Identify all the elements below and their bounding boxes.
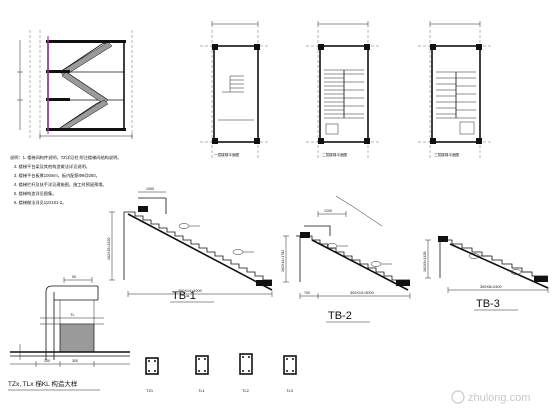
stair-plan-1: 一层楼梯平面图 bbox=[200, 21, 270, 160]
detail-tl-label: TL bbox=[70, 312, 75, 317]
tb2-title: TB-2 bbox=[328, 310, 352, 322]
note-line: 6. 楼梯做法详见11G101-2。 bbox=[14, 199, 66, 206]
stair-plan-3: 三层楼梯平面图 bbox=[418, 21, 492, 160]
tb3-title: TB-3 bbox=[476, 298, 500, 310]
tb2-side-dim: 162X11=1782 bbox=[281, 250, 285, 272]
tb1-title: TB-1 bbox=[172, 290, 196, 302]
column-beam-detail: 50 TL 200 300 TZx, TLx 梯KL 构造大样 bbox=[8, 275, 130, 391]
plan-title: 二层楼梯平面图 bbox=[322, 152, 348, 157]
tb1-side-dim: 162X15=2430 bbox=[107, 238, 111, 260]
stair-section-tb3: 162X9=1458 300X8=2400 TB-3 bbox=[423, 236, 549, 311]
note-line: 2. 楼梯平台梁及其他构造做法详见说明。 bbox=[14, 163, 90, 170]
note-line: 5. 楼梯构造详见图集。 bbox=[14, 190, 56, 197]
stair-plan-2: 二层楼梯平面图 bbox=[306, 21, 380, 160]
tb3-side-dim: 162X9=1458 bbox=[423, 252, 427, 273]
member-cross-sections: TZ1 TL1 TL2 TL3 bbox=[145, 353, 297, 393]
stair-section-tb2: 1200 700 162X11=1782 300X10=3000 TB-2 bbox=[281, 195, 411, 323]
watermark-text: zhulong.com bbox=[468, 392, 530, 404]
tb1-top-dim: 1050 bbox=[146, 187, 154, 191]
watermark: zhulong.com bbox=[451, 390, 530, 404]
stair-section-tb1: 1050 162X15=2430 300X14=4200 TB-1 bbox=[107, 187, 273, 303]
detail-dim: 50 bbox=[72, 275, 76, 279]
plan-title: 三层楼梯平面图 bbox=[434, 152, 460, 157]
section-label: TL2 bbox=[242, 388, 250, 393]
tb1-run-dim: 300X14=4200 bbox=[178, 289, 202, 293]
detail-dim: 300 bbox=[72, 359, 78, 363]
plan-title: 一层楼梯平面图 bbox=[214, 152, 240, 157]
general-notes: 说明：1. 楼梯间构件说明，TZ详见柱 附注楼梯间结构说明。 2. 楼梯平台梁及… bbox=[10, 154, 121, 206]
section-label: TL3 bbox=[286, 388, 294, 393]
detail-dim: 200 bbox=[44, 359, 50, 363]
note-line: 说明：1. 楼梯间构件说明，TZ详见柱 附注楼梯间结构说明。 bbox=[10, 154, 121, 161]
detail-caption: TZx, TLx 梯KL 构造大样 bbox=[8, 379, 78, 388]
tb2-left-dim: 700 bbox=[304, 291, 310, 295]
note-line: 4. 楼梯栏杆及扶手详见建施图，施工时预留预埋。 bbox=[14, 181, 107, 188]
tb2-top-dim: 1200 bbox=[324, 209, 332, 213]
section-label: TZ1 bbox=[146, 388, 154, 393]
stair-elevation-section bbox=[17, 30, 133, 140]
note-line: 3. 楼梯平台板厚100mm，板内配筋Φ8@200。 bbox=[14, 172, 100, 179]
section-label: TL1 bbox=[198, 388, 206, 393]
tb3-run-dim: 300X8=2400 bbox=[480, 285, 502, 289]
tb2-run-dim: 300X10=3000 bbox=[350, 291, 374, 295]
